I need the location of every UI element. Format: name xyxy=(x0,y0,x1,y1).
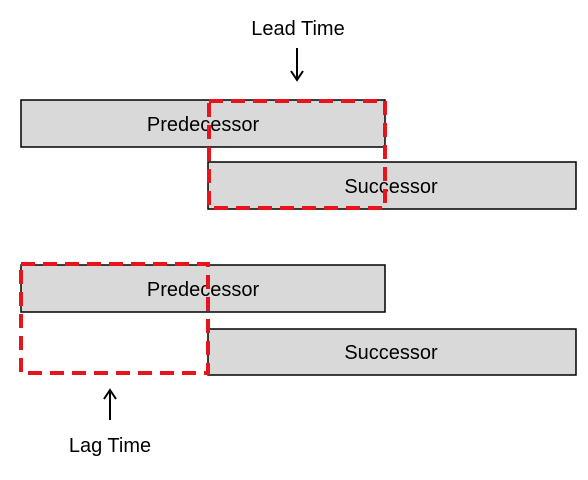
lead-time-highlight-box xyxy=(207,99,387,210)
top-predecessor-label: Predecessor xyxy=(147,114,260,136)
lead-time-caption: Lead Time xyxy=(251,18,344,40)
bottom-successor-bar: Successor xyxy=(207,328,577,376)
top-successor-bar: Successor xyxy=(207,161,577,210)
arrow-up-icon xyxy=(103,388,117,420)
top-successor-label: Successor xyxy=(344,176,438,198)
lag-time-highlight-box xyxy=(19,262,210,375)
bottom-predecessor-label: Predecessor xyxy=(147,279,260,301)
bottom-predecessor-bar: Predecessor xyxy=(20,264,386,313)
arrow-down-icon xyxy=(290,48,304,82)
bottom-successor-label: Successor xyxy=(344,342,438,364)
top-predecessor-bar: Predecessor xyxy=(20,99,386,148)
lag-time-caption: Lag Time xyxy=(69,435,151,457)
